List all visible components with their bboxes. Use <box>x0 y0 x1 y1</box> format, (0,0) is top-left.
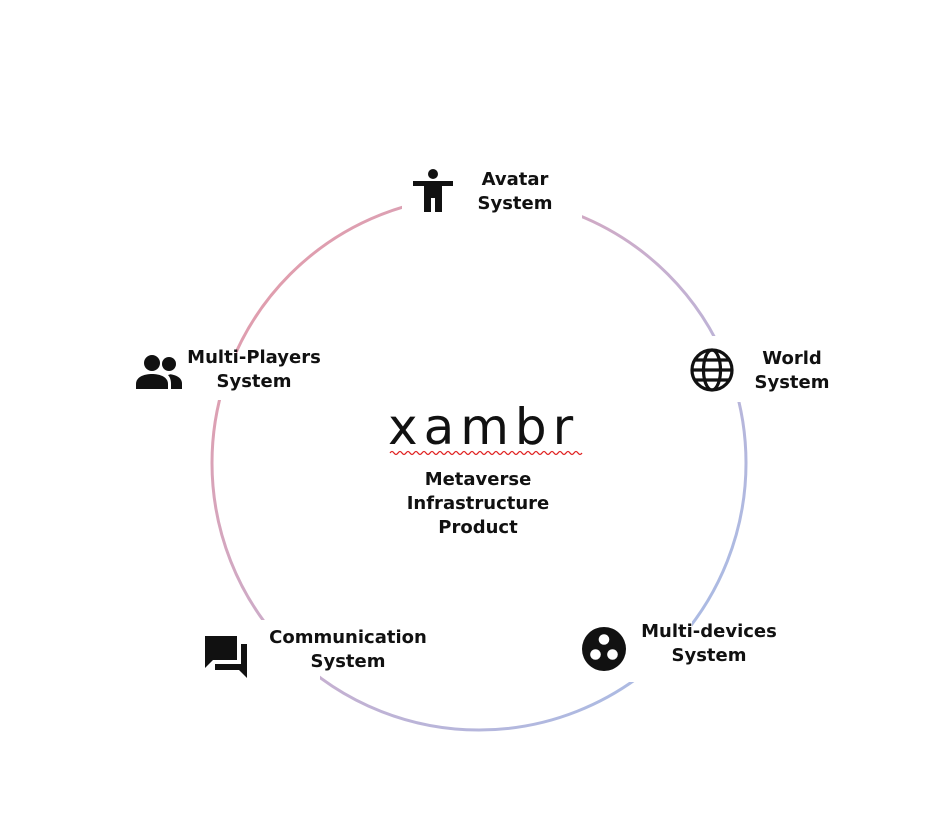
avatar-system-label: Avatar System <box>470 168 560 216</box>
multi-devices-system-label: Multi-devices System <box>636 620 782 668</box>
people-icon <box>136 355 182 389</box>
avatar-label-line2: System <box>477 193 553 214</box>
communication-system-label: Communication System <box>264 626 432 674</box>
communication-label-line1: Communication <box>269 627 427 648</box>
accessibility-person-icon <box>413 169 453 212</box>
brand-text: xambr <box>388 398 579 456</box>
globe-icon <box>690 348 734 392</box>
communication-label-line2: System <box>310 651 386 672</box>
xambr-logo: xambr <box>388 398 583 456</box>
avatar-label-line1: Avatar <box>481 169 549 190</box>
subtitle-line3: Product <box>438 517 518 538</box>
multi-players-label-line1: Multi-Players <box>187 347 321 368</box>
multi-players-system-label: Multi-Players System <box>184 346 324 394</box>
multi-players-label-line2: System <box>216 371 292 392</box>
chat-bubbles-icon <box>205 636 247 678</box>
three-dots-circle-icon <box>582 627 626 671</box>
center-subtitle: Metaverse Infrastructure Product <box>378 468 578 540</box>
multi-devices-label-line2: System <box>671 645 747 666</box>
ring-path <box>210 194 748 732</box>
subtitle-line2: Infrastructure <box>406 493 550 514</box>
world-label-line2: System <box>754 372 830 393</box>
multi-devices-label-line1: Multi-devices <box>641 621 777 642</box>
world-system-label: World System <box>748 347 836 395</box>
world-label-line1: World <box>762 348 822 369</box>
subtitle-line1: Metaverse <box>424 469 532 490</box>
spellcheck-underline <box>389 450 583 456</box>
